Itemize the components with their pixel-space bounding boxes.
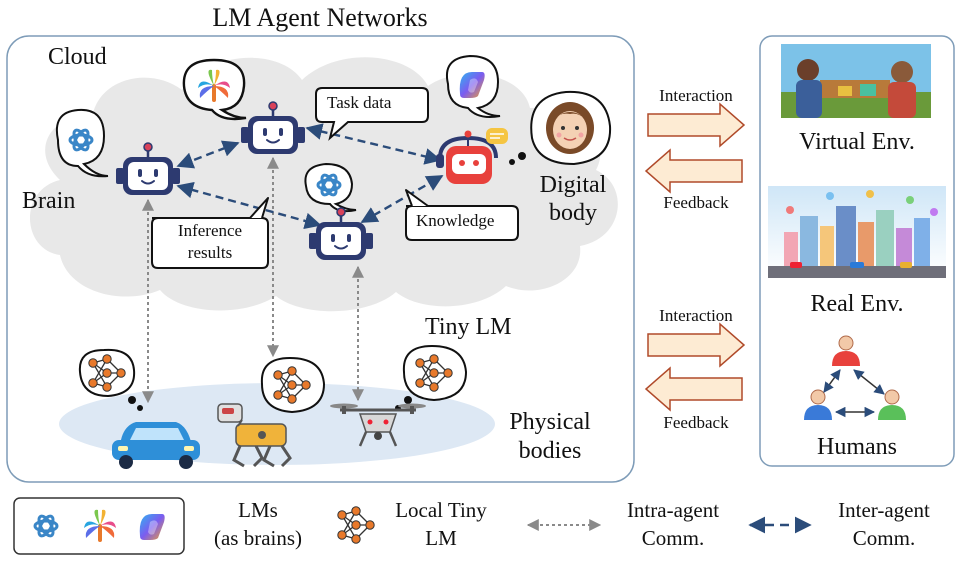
car-icon xyxy=(112,422,200,469)
legend-intra-line2: Comm. xyxy=(641,526,705,550)
brain-label: Brain xyxy=(22,188,76,214)
digital-body-bubble xyxy=(509,90,612,166)
digital-body-robot xyxy=(436,128,508,184)
humans-label: Humans xyxy=(817,434,897,460)
tiny-lm-bubble-dog xyxy=(260,356,326,414)
knowledge-label: Knowledge xyxy=(416,211,495,230)
thought-bubble-openai-2 xyxy=(304,162,357,213)
inference-results-bubble xyxy=(151,197,269,269)
interaction-arrow-2 xyxy=(647,322,746,368)
interaction-label-2: Interaction xyxy=(659,306,733,325)
legend-inter-line2: Comm. xyxy=(852,526,916,550)
legend-local-line2: LM xyxy=(425,526,457,550)
virtual-env-image xyxy=(781,44,931,118)
legend-lms-line1: LMs xyxy=(238,498,278,522)
real-env-label: Real Env. xyxy=(810,291,904,317)
legend-lms-line2: (as brains) xyxy=(213,526,303,550)
digital-body-label-line1: Digital xyxy=(539,172,607,198)
tiny-lm-bubble-car xyxy=(78,348,143,411)
drone-icon xyxy=(330,403,426,447)
legend-local-line1: Local Tiny xyxy=(395,498,487,522)
legend-intra-line1: Intra-agent xyxy=(626,498,720,522)
interaction-arrow-1 xyxy=(647,102,746,148)
inter-arrow-brain-bottom xyxy=(176,181,322,230)
inter-arrow-top-brain xyxy=(176,140,240,169)
inter-arrow-bottom-digital xyxy=(360,174,444,224)
legend-inter-line1: Inter-agent xyxy=(838,498,930,522)
inter-arrow-top-digital xyxy=(305,123,442,165)
inference-label-line1: Inference xyxy=(177,221,243,240)
physical-bodies-label-line2: bodies xyxy=(518,438,582,464)
real-env-image xyxy=(768,186,946,278)
local-tiny-lm-icon xyxy=(337,506,375,544)
thought-bubble-palm xyxy=(182,58,247,121)
feedback-arrow-2 xyxy=(644,366,743,412)
task-data-label: Task data xyxy=(327,93,392,112)
feedback-arrow-1 xyxy=(644,148,743,194)
thought-bubble-copilot xyxy=(446,54,501,118)
interaction-label-1: Interaction xyxy=(659,86,733,105)
humans-icon xyxy=(803,335,907,421)
feedback-label-1: Feedback xyxy=(663,193,729,212)
diagram-title: LM Agent Networks xyxy=(212,3,428,32)
robot-dog-icon xyxy=(217,403,292,468)
digital-body-label-line2: body xyxy=(549,200,597,226)
task-data-bubble xyxy=(315,87,429,141)
feedback-label-2: Feedback xyxy=(663,413,729,432)
knowledge-bubble xyxy=(405,189,519,241)
thought-bubble-openai-1 xyxy=(56,108,109,178)
tiny-lm-label: Tiny LM xyxy=(425,314,512,340)
physical-bodies-label-line1: Physical xyxy=(509,409,591,435)
virtual-env-label: Virtual Env. xyxy=(799,129,915,155)
inference-label-line2: results xyxy=(187,243,233,262)
cloud-label: Cloud xyxy=(48,44,107,70)
